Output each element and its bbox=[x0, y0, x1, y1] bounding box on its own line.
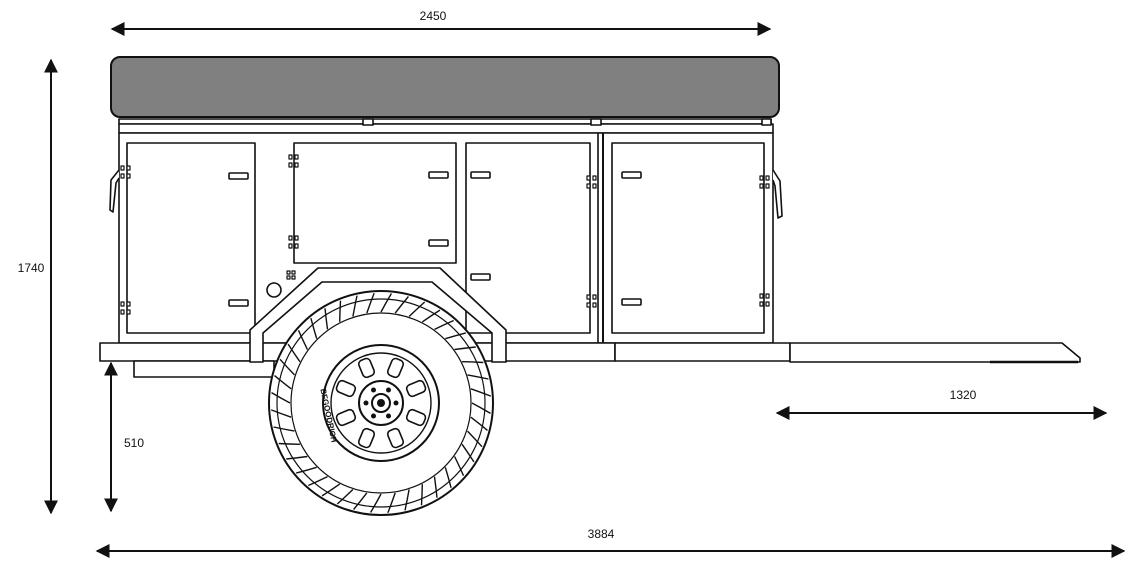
door-panels bbox=[126, 133, 765, 343]
dimension-lines bbox=[44, 22, 1126, 558]
tread-lug bbox=[324, 308, 329, 330]
rim-window bbox=[386, 427, 405, 449]
tread-lug bbox=[287, 343, 301, 363]
tread-lug bbox=[467, 374, 489, 380]
rim-window bbox=[357, 357, 376, 379]
tread-lug bbox=[366, 292, 375, 314]
tread-lug bbox=[445, 332, 466, 340]
ground-clearance-label: 510 bbox=[124, 436, 144, 450]
tread-lug bbox=[270, 409, 292, 418]
total-height-label: 1740 bbox=[18, 261, 45, 275]
tread-lug bbox=[321, 483, 341, 497]
drawbar-length-label: 1320 bbox=[950, 388, 977, 402]
tread-lug bbox=[279, 358, 296, 376]
lug-nut bbox=[371, 387, 376, 393]
rim-window bbox=[335, 379, 357, 398]
lug-nut bbox=[371, 413, 376, 419]
tread-lug bbox=[434, 319, 454, 331]
wheel: BFGOODRICH bbox=[268, 290, 494, 516]
tread-lug bbox=[466, 430, 483, 448]
drawbar bbox=[789, 342, 1081, 363]
tread-lug bbox=[369, 493, 382, 513]
tread-lug bbox=[273, 426, 295, 432]
tread-lug bbox=[339, 300, 342, 322]
rooftop-tent bbox=[110, 56, 780, 118]
rim-spokes bbox=[335, 357, 427, 449]
dimension-labels: 2450 1740 510 1320 3884 bbox=[18, 9, 977, 541]
tread-lug bbox=[433, 476, 438, 498]
lug-nut bbox=[393, 400, 399, 406]
chassis-front bbox=[614, 342, 791, 362]
tread-lug bbox=[310, 318, 318, 339]
rim-window bbox=[405, 379, 427, 398]
tread-lug bbox=[353, 492, 368, 510]
tread-lug bbox=[471, 402, 491, 415]
tread-lug bbox=[462, 361, 484, 364]
tread-lug bbox=[404, 489, 410, 511]
tread-lug bbox=[336, 488, 354, 505]
tread-lug bbox=[286, 455, 308, 460]
tread-lug bbox=[461, 443, 475, 463]
tread-lug bbox=[454, 346, 476, 351]
front-latch bbox=[772, 169, 783, 219]
tread-lug bbox=[271, 391, 291, 404]
tread-lug bbox=[470, 416, 488, 431]
tread-lug bbox=[421, 309, 441, 323]
tread-lug bbox=[408, 301, 426, 318]
tread-lug bbox=[352, 295, 358, 317]
door-hinges bbox=[120, 154, 770, 315]
rim-window bbox=[405, 408, 427, 427]
trailer-drawing: BFGOODRICH bbox=[99, 56, 1081, 516]
tread-lug bbox=[380, 293, 393, 313]
rim-window bbox=[386, 357, 405, 379]
tread-lug bbox=[420, 484, 423, 506]
door-handles bbox=[228, 171, 642, 307]
tread-lug bbox=[453, 456, 465, 476]
tread-pattern bbox=[270, 292, 492, 514]
tread-lug bbox=[470, 388, 492, 397]
wheel-guard bbox=[249, 267, 507, 363]
fuel-cap bbox=[266, 282, 282, 298]
chassis-under bbox=[133, 360, 275, 378]
tread-lug bbox=[278, 442, 300, 445]
lug-nut bbox=[386, 413, 391, 419]
rim-window bbox=[357, 427, 376, 449]
tread-lug bbox=[387, 492, 396, 514]
tread-lug bbox=[274, 375, 292, 390]
tread-lug bbox=[394, 296, 409, 314]
vent-fitting bbox=[286, 270, 296, 280]
tread-lug bbox=[308, 475, 328, 487]
tread-lug bbox=[444, 467, 452, 488]
lug-nut bbox=[363, 400, 369, 406]
body-length-label: 2450 bbox=[420, 9, 447, 23]
tread-lug bbox=[297, 330, 309, 350]
tread-lug bbox=[296, 466, 317, 474]
lug-nut bbox=[386, 387, 391, 393]
rear-latch bbox=[109, 169, 120, 213]
roof-rail bbox=[118, 118, 774, 134]
rim-window bbox=[335, 408, 357, 427]
overall-length-label: 3884 bbox=[588, 527, 615, 541]
